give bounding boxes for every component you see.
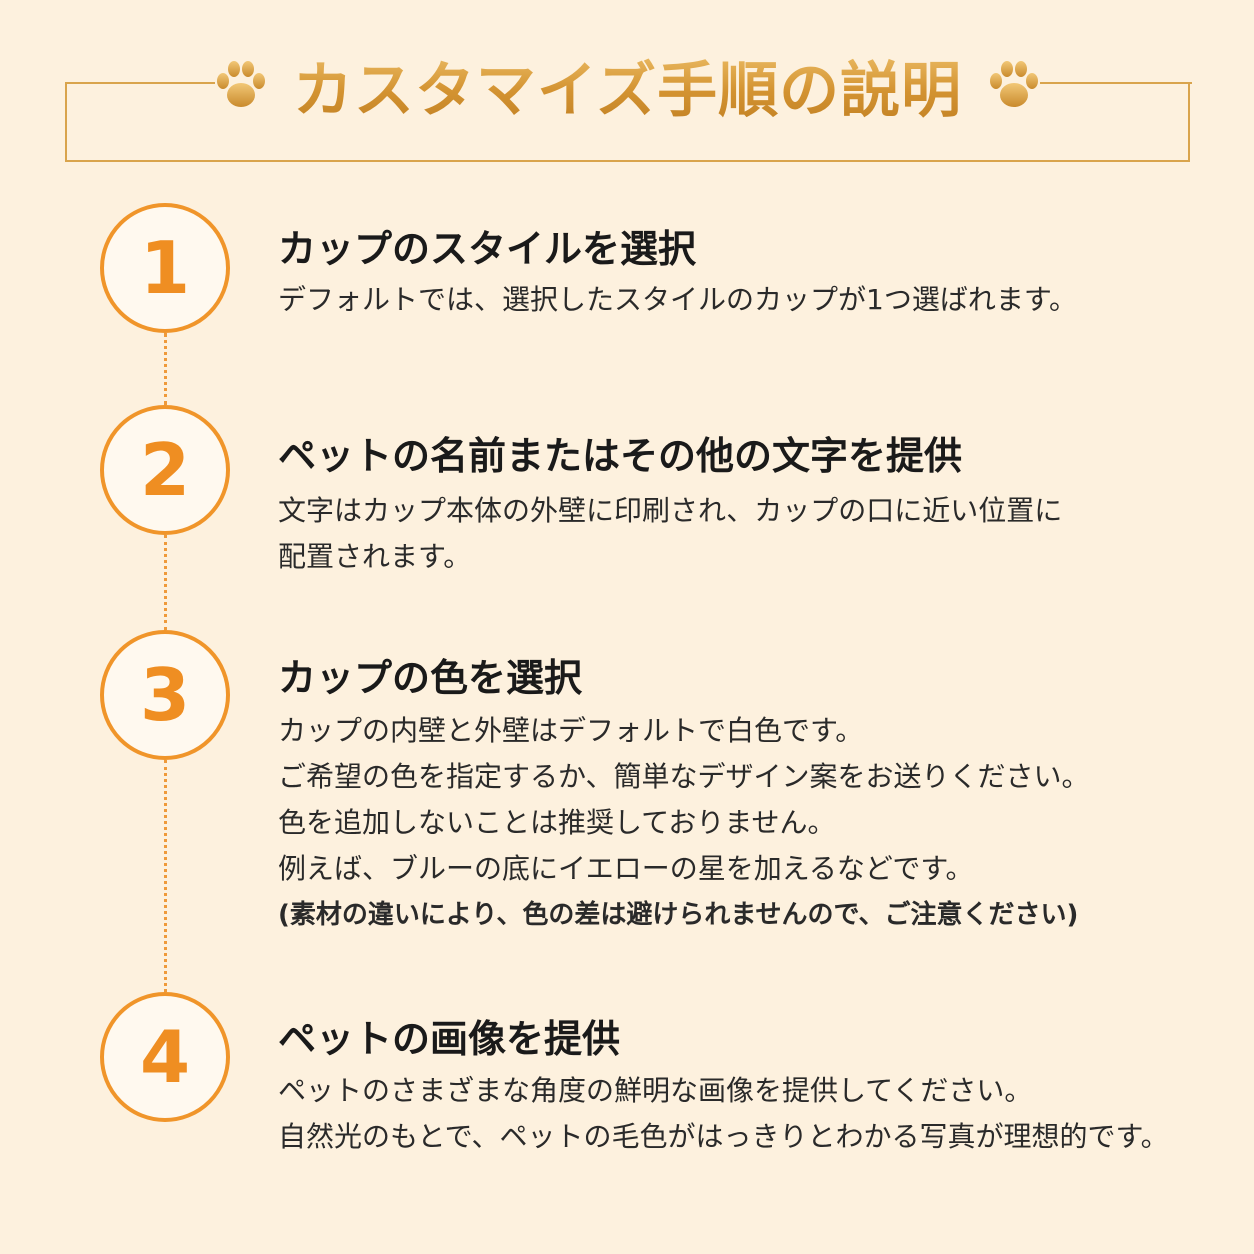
step-note: (素材の違いにより、色の差は避けられませんので、ご注意ください) xyxy=(278,900,1079,930)
header: カスタマイズ手順の説明 xyxy=(215,45,1040,126)
step-number: 1 xyxy=(139,226,191,310)
paw-icon xyxy=(990,61,1039,107)
paw-icon xyxy=(216,61,265,107)
header-rule-right xyxy=(1040,82,1192,84)
step-title: カップの色を選択 xyxy=(278,656,583,700)
step-text-line: 自然光のもとで、ペットの毛色がはっきりとわかる写真が理想的です。 xyxy=(278,1120,1169,1153)
step-number-circle: 1 xyxy=(100,203,230,333)
step-text-line: デフォルトでは、選択したスタイルのカップが1つ選ばれます。 xyxy=(278,283,1078,316)
step-text-line: 例えば、ブルーの底にイエローの星を加えるなどです。 xyxy=(278,852,974,885)
step-number: 4 xyxy=(139,1015,191,1099)
header-rule-left xyxy=(65,82,215,84)
step-description: カップの内壁と外壁はデフォルトで白色です。 ご希望の色を指定するか、簡単なデザイ… xyxy=(278,708,1218,938)
step-text-line: ご希望の色を指定するか、簡単なデザイン案をお送りください。 xyxy=(278,760,1090,793)
step-number: 2 xyxy=(139,428,191,512)
step-title: カップのスタイルを選択 xyxy=(278,227,697,271)
step-text-line: 色を追加しないことは推奨しておりません。 xyxy=(278,806,836,839)
timeline-connector xyxy=(164,333,167,405)
step-description: 文字はカップ本体の外壁に印刷され、カップの口に近い位置に 配置されます。 xyxy=(278,488,1218,580)
step-text-line: ペットのさまざまな角度の鮮明な画像を提供してください。 xyxy=(278,1074,1033,1107)
step-title: ペットの画像を提供 xyxy=(278,1017,621,1061)
step-text-line: 文字はカップ本体の外壁に印刷され、カップの口に近い位置に xyxy=(278,494,1063,527)
step-text-line: カップの内壁と外壁はデフォルトで白色です。 xyxy=(278,714,864,747)
step-text-line: 配置されます。 xyxy=(278,540,472,573)
page-title: カスタマイズ手順の説明 xyxy=(293,42,962,129)
header-frame xyxy=(65,82,1190,162)
step-description: デフォルトでは、選択したスタイルのカップが1つ選ばれます。 xyxy=(278,277,1218,323)
step-description: ペットのさまざまな角度の鮮明な画像を提供してください。 自然光のもとで、ペットの… xyxy=(278,1068,1218,1160)
step-number-circle: 3 xyxy=(100,630,230,760)
step-title: ペットの名前またはその他の文字を提供 xyxy=(278,434,963,478)
timeline-connector xyxy=(164,535,167,630)
step-number-circle: 4 xyxy=(100,992,230,1122)
step-number-circle: 2 xyxy=(100,405,230,535)
timeline-connector xyxy=(164,760,167,992)
step-number: 3 xyxy=(139,653,191,737)
